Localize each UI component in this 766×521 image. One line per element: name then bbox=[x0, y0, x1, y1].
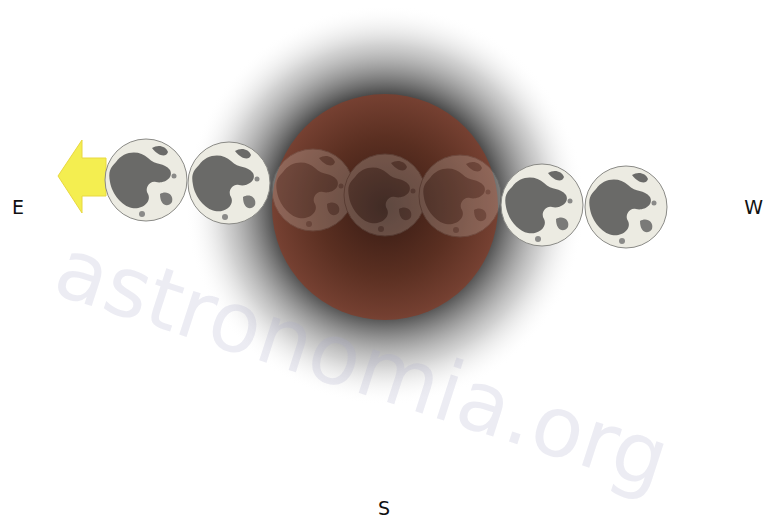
direction-label: W bbox=[744, 198, 763, 217]
direction-label: E bbox=[12, 198, 24, 217]
direction-label: S bbox=[378, 499, 390, 518]
direction-arrow bbox=[58, 140, 106, 213]
